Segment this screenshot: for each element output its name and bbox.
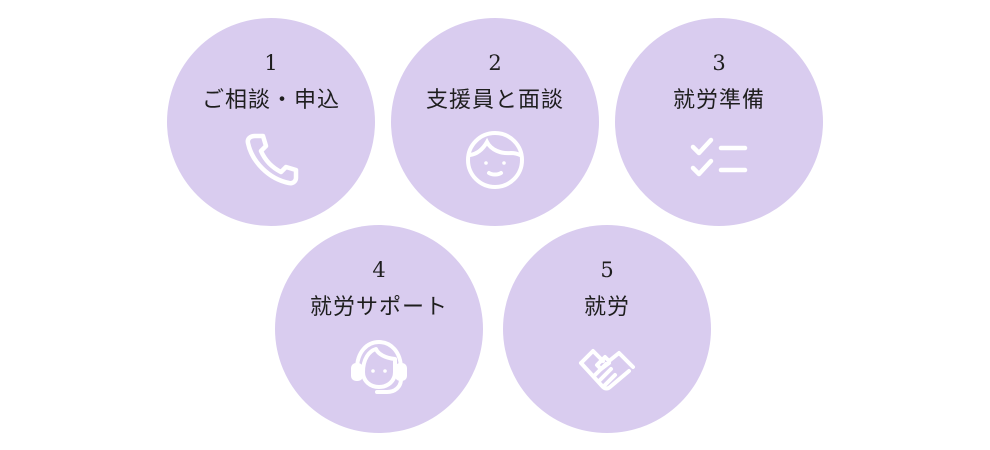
step-label: 就労: [583, 295, 630, 320]
face-icon: [465, 130, 525, 190]
handshake-icon: [577, 337, 637, 397]
step-number: 1: [264, 51, 278, 75]
step-label: 就労サポート: [309, 295, 448, 320]
step-consultation: 1 ご相談・申込: [167, 18, 375, 226]
headset-operator-icon: [349, 337, 409, 397]
step-label: 就労準備: [672, 88, 765, 113]
step-interview: 2 支援員と面談: [391, 18, 599, 226]
step-number: 4: [372, 258, 386, 282]
step-number: 2: [488, 51, 502, 75]
step-label: 支援員と面談: [425, 88, 564, 113]
step-employment-support: 4 就労サポート: [275, 225, 483, 433]
step-employment: 5 就労: [503, 225, 711, 433]
step-label: ご相談・申込: [201, 88, 340, 113]
step-preparation: 3 就労準備: [615, 18, 823, 226]
step-number: 5: [600, 258, 614, 282]
checklist-icon: [689, 130, 749, 190]
step-number: 3: [712, 51, 726, 75]
phone-icon: [241, 130, 301, 190]
